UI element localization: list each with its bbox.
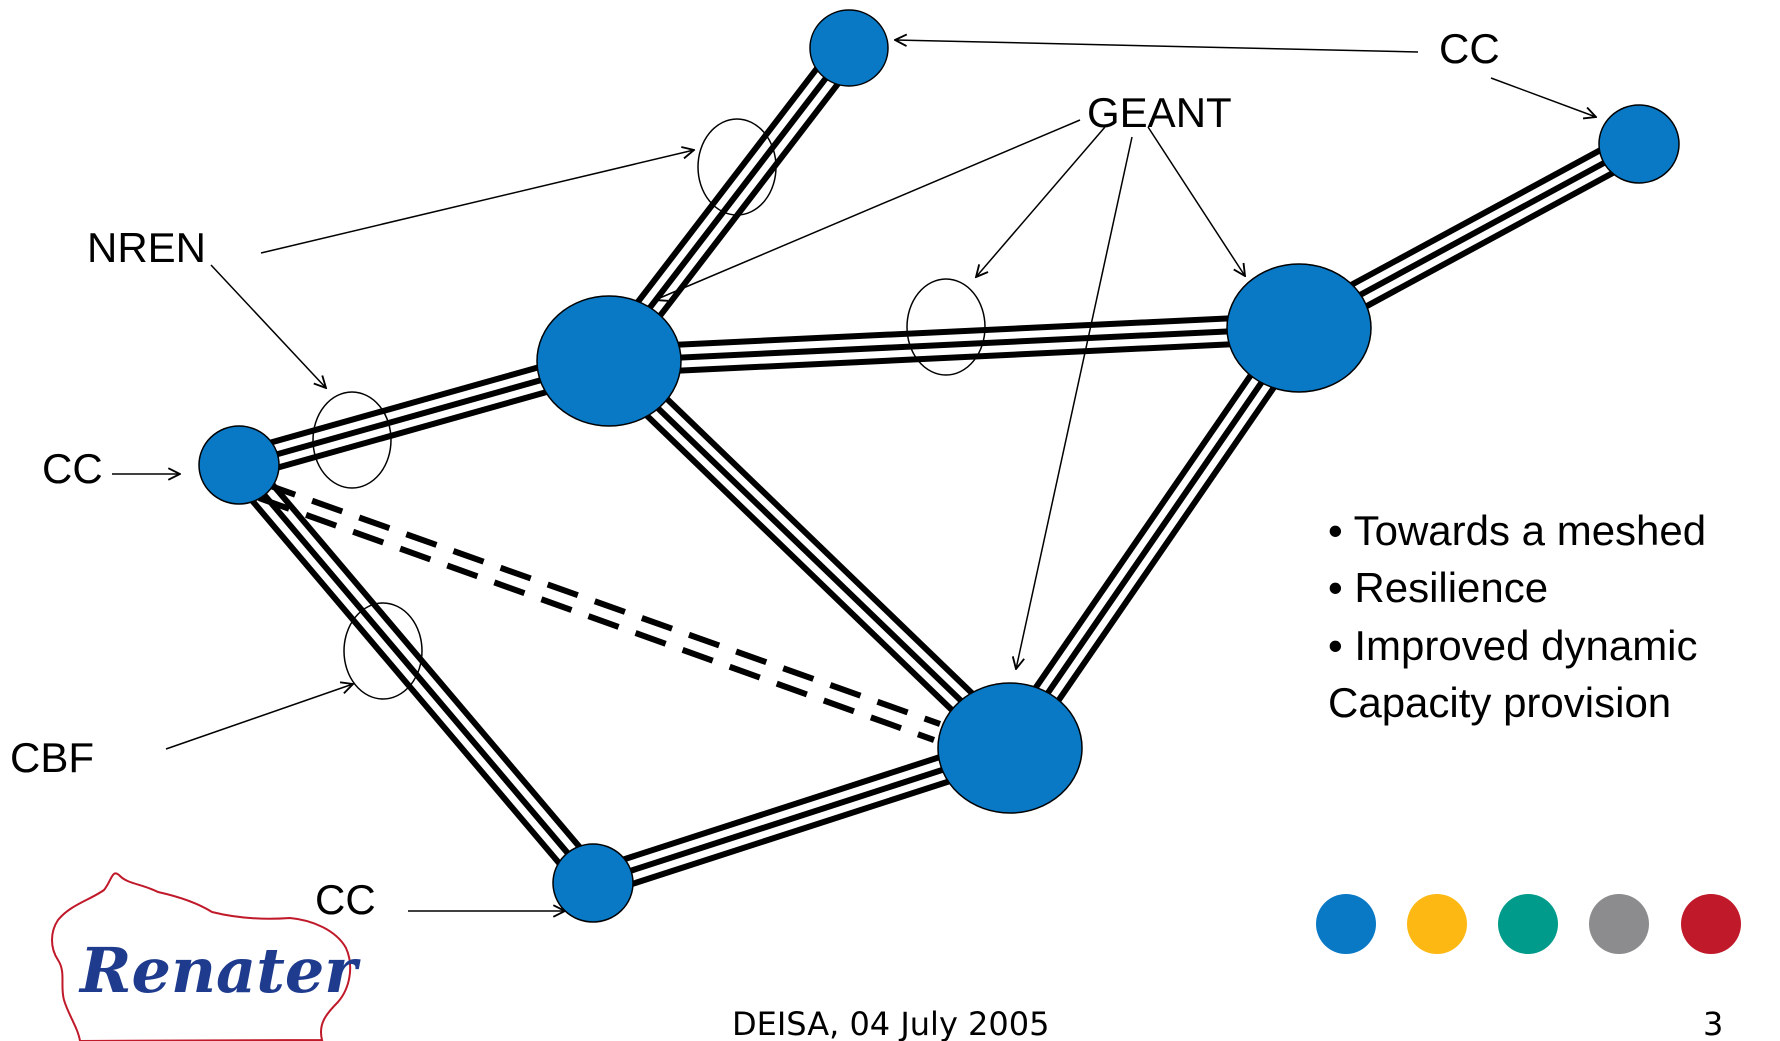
color-dots bbox=[1316, 894, 1741, 954]
dot-blue bbox=[1316, 894, 1376, 954]
bullet-list: • Towards a meshed • Resilience • Improv… bbox=[1328, 507, 1706, 726]
label-cc-left: CC bbox=[42, 445, 103, 492]
link-bottom-to-hub-bottom bbox=[588, 732, 1015, 899]
dot-gray bbox=[1589, 894, 1649, 954]
node-hub-bottom bbox=[937, 682, 1083, 814]
network-nodes bbox=[198, 9, 1680, 923]
dot-yellow bbox=[1407, 894, 1467, 954]
nren-marker-left bbox=[312, 391, 392, 489]
bullet-4: Capacity provision bbox=[1328, 679, 1671, 726]
link-ellipse-markers bbox=[312, 118, 986, 700]
node-left bbox=[198, 425, 280, 505]
footer-event: DEISA, 04 July 2005 bbox=[732, 1005, 1049, 1041]
link-hub-left-to-hub-right bbox=[608, 312, 1300, 377]
bullet-2: • Resilience bbox=[1328, 564, 1548, 611]
network-links bbox=[226, 38, 1647, 899]
label-cc-top: CC bbox=[1439, 25, 1500, 72]
link-hub-left-to-hub-bottom bbox=[597, 349, 1022, 760]
link-hub-right-to-hub-bottom bbox=[996, 318, 1313, 758]
label-cc-bottom: CC bbox=[315, 876, 376, 923]
node-hub-right bbox=[1226, 263, 1372, 393]
bullet-3: • Improved dynamic bbox=[1328, 622, 1698, 669]
logo-wordmark: Renater bbox=[78, 934, 361, 1007]
dot-red bbox=[1681, 894, 1741, 954]
annotation-arrows bbox=[112, 40, 1596, 911]
link-left-to-bottom bbox=[226, 454, 606, 894]
node-top bbox=[809, 9, 889, 87]
label-cbf: CBF bbox=[10, 734, 94, 781]
dot-teal bbox=[1498, 894, 1558, 954]
node-bottom bbox=[552, 843, 634, 923]
node-hub-left bbox=[536, 295, 682, 427]
bullet-1: • Towards a meshed bbox=[1328, 507, 1706, 554]
cbf-marker bbox=[343, 602, 423, 700]
label-geant: GEANT bbox=[1087, 89, 1232, 136]
nren-marker-top bbox=[697, 118, 777, 216]
geant-marker bbox=[906, 278, 986, 376]
france-outline-icon bbox=[51, 872, 352, 1041]
label-nren: NREN bbox=[87, 224, 206, 271]
dashed-link-cc-to-hub bbox=[257, 481, 942, 743]
node-top-right bbox=[1598, 104, 1680, 184]
renater-logo: Renater bbox=[51, 872, 361, 1041]
footer-page-number: 3 bbox=[1703, 1005, 1723, 1041]
